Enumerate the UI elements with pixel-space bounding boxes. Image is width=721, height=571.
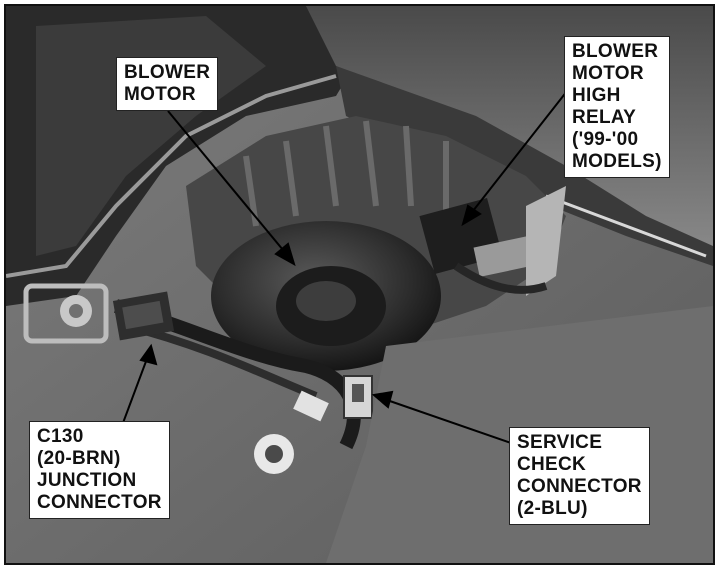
arrow-high-relay [468, 85, 572, 217]
fastener-bolt-center [69, 304, 83, 318]
label-c130-line-3: JUNCTION [37, 470, 137, 491]
label-blower-motor-high-relay: BLOWER MOTOR HIGH RELAY ('99-'00 MODELS) [564, 36, 670, 178]
label-high-relay-line-1: BLOWER [572, 41, 659, 62]
label-high-relay-line-2: MOTOR [572, 63, 644, 84]
mounting-bracket [526, 186, 566, 296]
pointer-arrows [119, 85, 572, 445]
arrow-service-check [383, 398, 515, 445]
label-blower-motor-line-2: MOTOR [124, 84, 196, 105]
dash-housing-edge [6, 74, 337, 278]
arrowhead-c130 [139, 343, 158, 366]
fastener-bracket [23, 283, 109, 344]
label-service-check-connector: SERVICE CHECK CONNECTOR (2-BLU) [509, 427, 650, 525]
c130-connector-face [122, 300, 164, 330]
label-service-check-line-1: SERVICE [517, 432, 603, 453]
lower-bolt-center [265, 445, 283, 463]
blower-motor-cap [296, 281, 356, 321]
label-service-check-line-3: CONNECTOR [517, 476, 642, 497]
label-service-check-line-4: (2-BLU) [517, 498, 588, 519]
harness-clip [293, 390, 329, 422]
service-connector-pin-slot [352, 384, 364, 402]
housing-ribs [243, 120, 449, 227]
arrowhead-high-relay [461, 204, 482, 227]
label-high-relay-line-4: RELAY [572, 107, 637, 128]
arrow-c130 [119, 355, 149, 432]
dash-edge-line [545, 194, 707, 258]
arrowhead-service-check [371, 390, 394, 409]
label-c130-line-1: C130 [37, 426, 84, 447]
label-high-relay-line-5: ('99-'00 [572, 129, 639, 150]
label-service-check-line-2: CHECK [517, 454, 587, 475]
relay-bracket [473, 235, 539, 277]
label-blower-motor: BLOWER MOTOR [116, 57, 219, 111]
label-c130-junction-connector: C130 (20-BRN) JUNCTION CONNECTOR [29, 421, 170, 519]
arrowhead-blower-motor [274, 242, 296, 267]
label-high-relay-line-6: MODELS) [572, 151, 662, 172]
label-c130-line-4: CONNECTOR [37, 492, 162, 513]
wiring-harness-3 [453, 262, 548, 294]
label-blower-motor-line-1: BLOWER [124, 62, 211, 83]
label-high-relay-line-3: HIGH [572, 85, 621, 106]
dash-underside-dark [336, 66, 713, 266]
arrow-blower-motor [167, 110, 289, 257]
label-c130-line-2: (20-BRN) [37, 448, 121, 469]
